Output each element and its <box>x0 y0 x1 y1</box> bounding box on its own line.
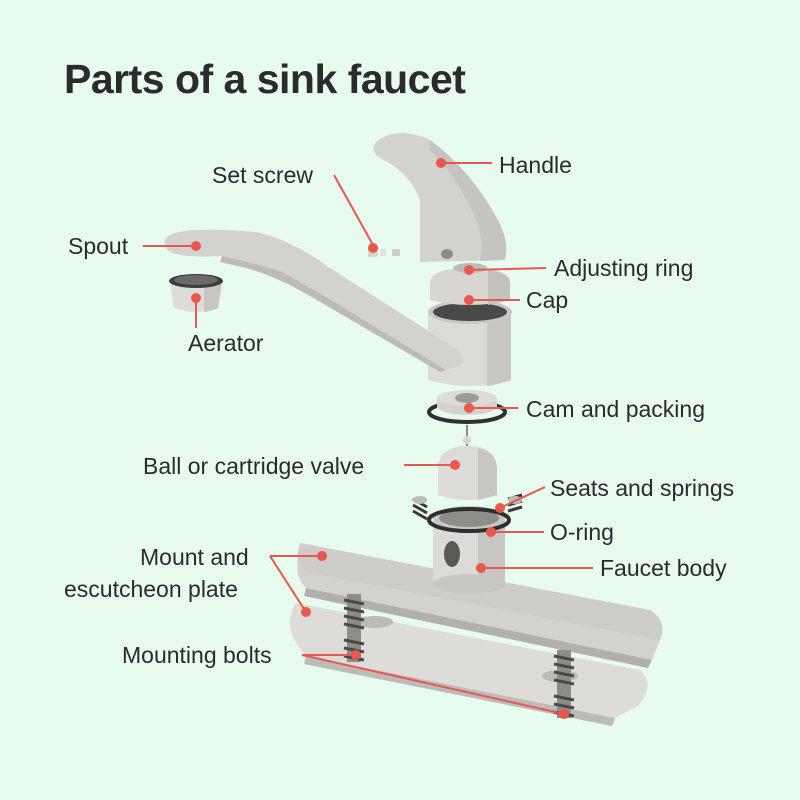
label-cam-and-packing: Cam and packing <box>526 396 705 422</box>
label-mount-plate-line1: Mount and <box>140 544 249 570</box>
handle-shape <box>373 133 507 273</box>
mounting-bolt-right <box>553 650 575 718</box>
label-seats-and-springs: Seats and springs <box>550 475 735 501</box>
mounting-bolt-left <box>343 594 365 662</box>
seat-spring-left <box>412 496 428 521</box>
leader-dots <box>191 158 569 719</box>
page-title: Parts of a sink faucet <box>64 56 466 102</box>
label-ball-valve: Ball or cartridge valve <box>143 453 365 479</box>
label-cap: Cap <box>526 287 569 313</box>
label-mount-plate-line2: escutcheon plate <box>64 576 238 602</box>
label-handle: Handle <box>499 152 572 178</box>
label-faucet-body: Faucet body <box>600 555 727 581</box>
label-aerator: Aerator <box>188 330 264 356</box>
leader-lines <box>143 162 593 715</box>
spout-shape <box>164 229 464 372</box>
faucet-body-shape <box>433 506 505 594</box>
label-spout: Spout <box>68 233 129 259</box>
label-set-screw: Set screw <box>212 162 313 188</box>
ball-valve-shape <box>438 425 497 500</box>
label-mounting-bolts: Mounting bolts <box>122 642 272 668</box>
o-ring-shape <box>427 507 511 533</box>
label-o-ring: O-ring <box>550 519 614 545</box>
label-adjusting-ring: Adjusting ring <box>554 255 694 281</box>
cap-shape <box>428 268 512 386</box>
